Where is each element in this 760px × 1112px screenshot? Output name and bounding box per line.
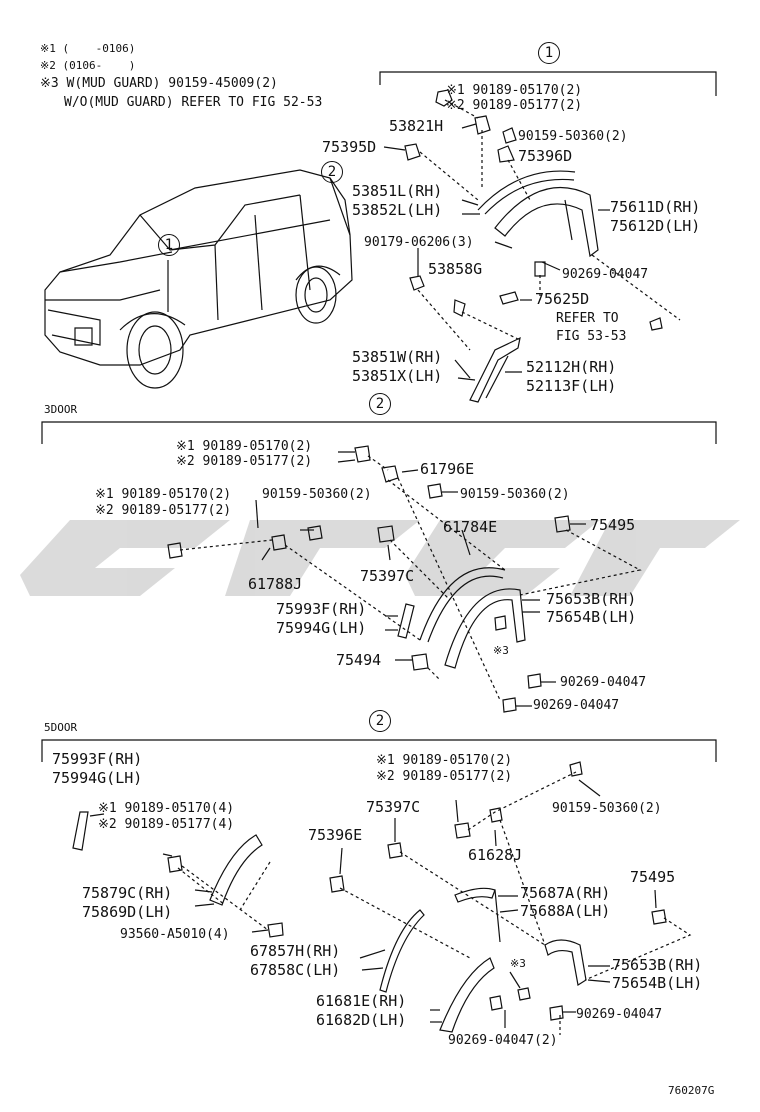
label-top-a2: ※2 90189-05177(2) (446, 98, 583, 113)
leader-lines-door3 (179, 455, 642, 701)
label-3door-90159a: 90159-50360(2) (262, 487, 372, 502)
label-52112H: 52112H(RH) (526, 358, 617, 376)
label-3door-90269a: 90269-04047 (560, 675, 647, 690)
label-5door-90269b: 90269-04047(2) (448, 1033, 558, 1048)
label-75869D: 75869D(LH) (82, 903, 173, 921)
label-5door-d2: ※2 90189-05177(2) (376, 769, 513, 784)
label-75396E: 75396E (308, 826, 363, 844)
note-4: W/O(MUD GUARD) REFER TO FIG 52-53 (64, 95, 323, 110)
label-3door-c2: ※2 90189-05177(2) (95, 503, 232, 518)
label-5door-mark3: ※3 (510, 957, 526, 970)
note-2: ※2 (0106- ) (40, 59, 136, 72)
label-53851L: 53851L(RH) (352, 182, 443, 200)
label-53821H: 53821H (389, 117, 444, 135)
label-5door-75495: 75495 (630, 868, 676, 886)
label-67857H: 67857H(RH) (250, 942, 341, 960)
label-5door-e2: ※2 90189-05177(4) (98, 817, 235, 832)
section-5door: 5DOOR (44, 721, 78, 734)
label-61788J: 61788J (248, 575, 303, 593)
figure-id: 760207G (668, 1084, 715, 1097)
note-1: ※1 ( -0106) (40, 42, 136, 55)
label-90179: 90179-06206(3) (364, 235, 474, 250)
label-3door-90159b: 90159-50360(2) (460, 487, 570, 502)
door3-parts (167, 445, 571, 713)
label-refer-1: REFER TO (556, 311, 619, 326)
label-61681E: 61681E(RH) (316, 992, 407, 1010)
label-3door-c1: ※1 90189-05170(2) (95, 487, 232, 502)
label-61784E: 61784E (443, 518, 498, 536)
label-5door-75654B: 75654B(LH) (612, 974, 703, 992)
label-61682D: 61682D(LH) (316, 1011, 407, 1029)
label-90269-top: 90269-04047 (562, 267, 649, 282)
label-5door-75653B: 75653B(RH) (612, 956, 703, 974)
label-3door-75397C: 75397C (360, 567, 415, 585)
label-5door-75993F: 75993F(RH) (52, 750, 143, 768)
vehicle-marker-2: 2 (321, 161, 343, 183)
label-53851W: 53851W(RH) (352, 348, 443, 366)
label-53852L: 53852L(LH) (352, 201, 443, 219)
line-art (41, 71, 717, 1035)
watermark-logo (20, 520, 740, 596)
label-5door-90269: 90269-04047 (576, 1007, 663, 1022)
label-75611D: 75611D(RH) (610, 198, 701, 216)
label-3door-b2: ※2 90189-05177(2) (176, 454, 313, 469)
leader-lines-door5 (177, 771, 692, 1035)
label-5door-e1: ※1 90189-05170(4) (98, 801, 235, 816)
label-52113F: 52113F(LH) (526, 377, 617, 395)
label-5door-d1: ※1 90189-05170(2) (376, 753, 513, 768)
group-marker-2-5door: 2 (369, 710, 391, 732)
label-5door-90159: 90159-50360(2) (552, 801, 662, 816)
vehicle-marker-1: 1 (158, 234, 180, 256)
label-3door-75993F: 75993F(RH) (276, 600, 367, 618)
section-3door: 3DOOR (44, 403, 78, 416)
label-5door-75994G: 75994G(LH) (52, 769, 143, 787)
label-3door-90269b: 90269-04047 (533, 698, 620, 713)
label-75396D: 75396D (518, 147, 573, 165)
label-90159-50360: 90159-50360(2) (518, 129, 628, 144)
label-93560: 93560-A5010(4) (120, 927, 230, 942)
label-75687A: 75687A(RH) (520, 884, 611, 902)
label-75625D: 75625D (535, 290, 590, 308)
label-53851X: 53851X(LH) (352, 367, 443, 385)
door5-parts (72, 761, 667, 1033)
label-3door-75654B: 75654B(LH) (546, 608, 637, 626)
label-75494: 75494 (336, 651, 382, 669)
label-75395D: 75395D (322, 138, 377, 156)
group-marker-1: 1 (538, 42, 560, 64)
label-top-a1: ※1 90189-05170(2) (446, 83, 583, 98)
label-3door-75994G: 75994G(LH) (276, 619, 367, 637)
label-3door-b1: ※1 90189-05170(2) (176, 439, 313, 454)
top-parts (404, 89, 663, 403)
label-75612D: 75612D(LH) (610, 217, 701, 235)
label-61628J: 61628J (468, 846, 523, 864)
label-5door-75397C: 75397C (366, 798, 421, 816)
label-3door-75653B: 75653B(RH) (546, 590, 637, 608)
label-3door-75495: 75495 (590, 516, 636, 534)
group-marker-2-3door: 2 (369, 393, 391, 415)
label-53858G: 53858G (428, 260, 483, 278)
label-75688A: 75688A(LH) (520, 902, 611, 920)
label-3door-mark3: ※3 (493, 644, 509, 657)
note-3: ※3 W(MUD GUARD) 90159-45009(2) (40, 76, 278, 91)
label-75879C: 75879C(RH) (82, 884, 173, 902)
leader-lines-top (417, 99, 681, 351)
label-67858C: 67858C(LH) (250, 961, 341, 979)
label-61796E: 61796E (420, 460, 475, 478)
vehicle-illustration (44, 169, 353, 389)
label-refer-2: FIG 53-53 (556, 329, 627, 344)
